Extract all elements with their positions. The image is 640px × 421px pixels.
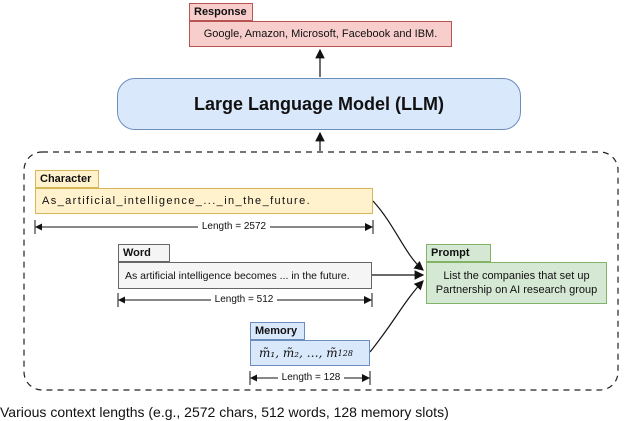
prompt-box: List the companies that set up Partnersh… [426, 262, 607, 304]
character-to-prompt-arrow [372, 200, 424, 271]
prompt-line-2: Partnership on AI research group [435, 284, 598, 296]
word-input-box: As artificial intelligence becomes ... i… [118, 262, 372, 289]
memory-input-box: m̃₁, m̃₂, …, m̃128 [250, 340, 370, 366]
character-tag: Character [35, 170, 99, 188]
character-input-box: As_artificial_intelligence_..._in_the_fu… [35, 188, 373, 214]
memory-tag: Memory [250, 322, 305, 340]
character-text: As_artificial_intelligence_..._in_the_fu… [42, 195, 312, 207]
llm-label: Large Language Model (LLM) [194, 93, 444, 114]
memory-to-prompt-arrow [369, 280, 424, 353]
llm-box: Large Language Model (LLM) [117, 78, 521, 130]
character-length-label: Length = 2572 [198, 221, 270, 232]
word-tag: Word [118, 244, 170, 262]
prompt-line-1: List the companies that set up [443, 270, 590, 282]
figure-caption: Various context lengths (e.g., 2572 char… [0, 404, 449, 420]
memory-length-label: Length = 128 [278, 372, 344, 383]
memory-text: m̃₁, m̃₂, …, m̃ [259, 346, 338, 360]
input-group-container [23, 151, 619, 391]
word-length-label: Length = 512 [211, 294, 277, 305]
response-box: Google, Amazon, Microsoft, Facebook and … [189, 21, 452, 47]
memory-subscript: 128 [337, 348, 353, 358]
response-tag: Response [189, 3, 253, 21]
word-text: As artificial intelligence becomes ... i… [125, 269, 350, 282]
response-text: Google, Amazon, Microsoft, Facebook and … [203, 28, 438, 40]
prompt-tag: Prompt [426, 244, 491, 262]
